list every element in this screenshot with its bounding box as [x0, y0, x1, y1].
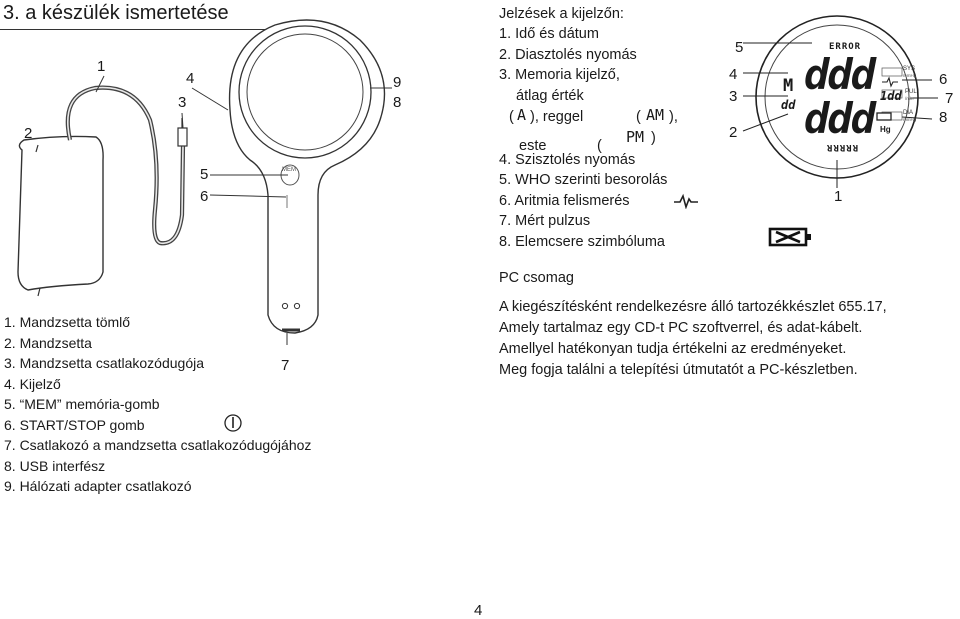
display-ring-inner [246, 33, 364, 151]
pc-package-heading: PC csomag [499, 270, 574, 286]
lcd-sys-unit: mmHg [903, 73, 917, 78]
lcd-small-digits: dd [781, 98, 796, 112]
signal-item-1: 1. Idő és dátum [499, 26, 599, 42]
callout-9: 9 [393, 74, 402, 91]
list-item: 3. Mandzsetta csatlakozódugója [4, 355, 205, 371]
list-item: 2. Mandzsetta [4, 334, 92, 351]
signal-item-2: 2. Diasztolés nyomás [499, 47, 637, 63]
lcd-pul-label: PUL [905, 89, 917, 95]
lcd-systolic-digits: ddd [804, 50, 876, 99]
lcd-callout-3: 3 [729, 88, 738, 105]
evening-label: este [519, 138, 547, 154]
am-close-paren: ), [669, 109, 678, 125]
lcd-callout-1: 1 [834, 188, 843, 205]
page-number: 4 [474, 602, 483, 619]
lcd-dia-unit: mmHg [903, 117, 917, 122]
list-item: 9. Hálózati adapter csatlakozó [4, 478, 192, 494]
lcd-diastolic-digits: ddd [804, 94, 876, 143]
cuff-shape [17, 135, 104, 291]
lcd-error-label: ERROR [829, 42, 862, 52]
callout-3: 3 [178, 94, 187, 111]
signal-item-7: 7. Mért pulzus [499, 213, 591, 229]
list-item: 4. Kijelző [4, 375, 61, 392]
battery-replace-icon [768, 227, 811, 247]
list-item: 6. START/STOP gomb [4, 416, 145, 433]
list-item: 8. USB interfész [4, 457, 106, 474]
device-illustration [17, 19, 392, 432]
signal-item-3: 3. Memoria kijelző, [499, 67, 620, 83]
lcd-callout-6: 6 [939, 71, 948, 88]
page-title: 3. a készülék ismertetése [3, 2, 229, 24]
lcd-pul-unit: /min [905, 96, 914, 101]
signal-item-3-average: átlag érték [516, 88, 584, 104]
pc-package-line: A kiegészítésként rendelkezésre álló tar… [499, 299, 887, 315]
lcd-hg-label: Hg [880, 125, 891, 134]
lcd-memory-symbol: M [783, 76, 794, 96]
lcd-dia-label: DIA [903, 110, 914, 116]
avg-symbol-icon: A [517, 106, 527, 124]
lcd-callout-7: 7 [945, 90, 954, 107]
callout-1: 1 [97, 58, 106, 75]
signal-item-5: 5. WHO szerinti besorolás [499, 172, 668, 188]
callout-6: 6 [200, 188, 209, 205]
pc-package-line: Meg fogja találni a telepítési útmutatót… [499, 362, 858, 378]
pc-package-line: Amely tartalmaz egy CD-t PC szoftverrel,… [499, 320, 863, 336]
callout-7: 7 [281, 357, 290, 374]
lcd-callout-2: 2 [729, 124, 738, 141]
arrhythmia-icon [674, 193, 698, 209]
lcd-display-diagram [742, 15, 938, 188]
display-signals-heading: Jelzések a kijelzőn: [499, 6, 624, 22]
pm-open-paren: ( [597, 138, 602, 154]
lcd-bottom-segments: RRRRR [826, 142, 859, 152]
cuff-plug [177, 127, 188, 147]
pm-symbol-icon: PM [626, 128, 645, 146]
mem-button-label: MEM [282, 167, 296, 173]
lcd-callout-4: 4 [729, 66, 738, 83]
lcd-callout-5: 5 [735, 39, 744, 56]
morning-label: ), reggel [530, 109, 584, 125]
list-item: 1. Mandzsetta tömlő [4, 314, 131, 330]
parts-list: 1. Mandzsetta tömlő 2. Mandzsetta 3. Man… [4, 312, 311, 497]
am-open-paren: ( [636, 109, 641, 125]
title-underline [0, 29, 290, 30]
signal-item-6: 6. Aritmia felismerés [499, 193, 630, 209]
callout-5: 5 [200, 166, 209, 183]
am-symbol-icon: AM [646, 106, 665, 124]
lcd-pulse-digits: 1dd [880, 89, 902, 103]
list-item: 5. “MEM” memória-gomb [4, 396, 160, 412]
list-item: 7. Csatlakozó a mandzsetta csatlakozódug… [4, 437, 312, 453]
pc-package-line: Amellyel hatékonyan tudja értékelni az e… [499, 341, 847, 357]
signal-item-8: 8. Elemcsere szimbóluma [499, 234, 665, 250]
lcd-sys-label: SYS [903, 66, 916, 72]
pm-close-paren: ) [651, 130, 656, 146]
lcd-callout-8: 8 [939, 109, 948, 126]
avg-open-paren: ( [509, 109, 514, 125]
signal-item-4: 4. Szisztolés nyomás [499, 152, 636, 168]
callout-8: 8 [393, 94, 402, 111]
callout-2: 2 [24, 125, 33, 142]
callout-4: 4 [186, 70, 195, 87]
